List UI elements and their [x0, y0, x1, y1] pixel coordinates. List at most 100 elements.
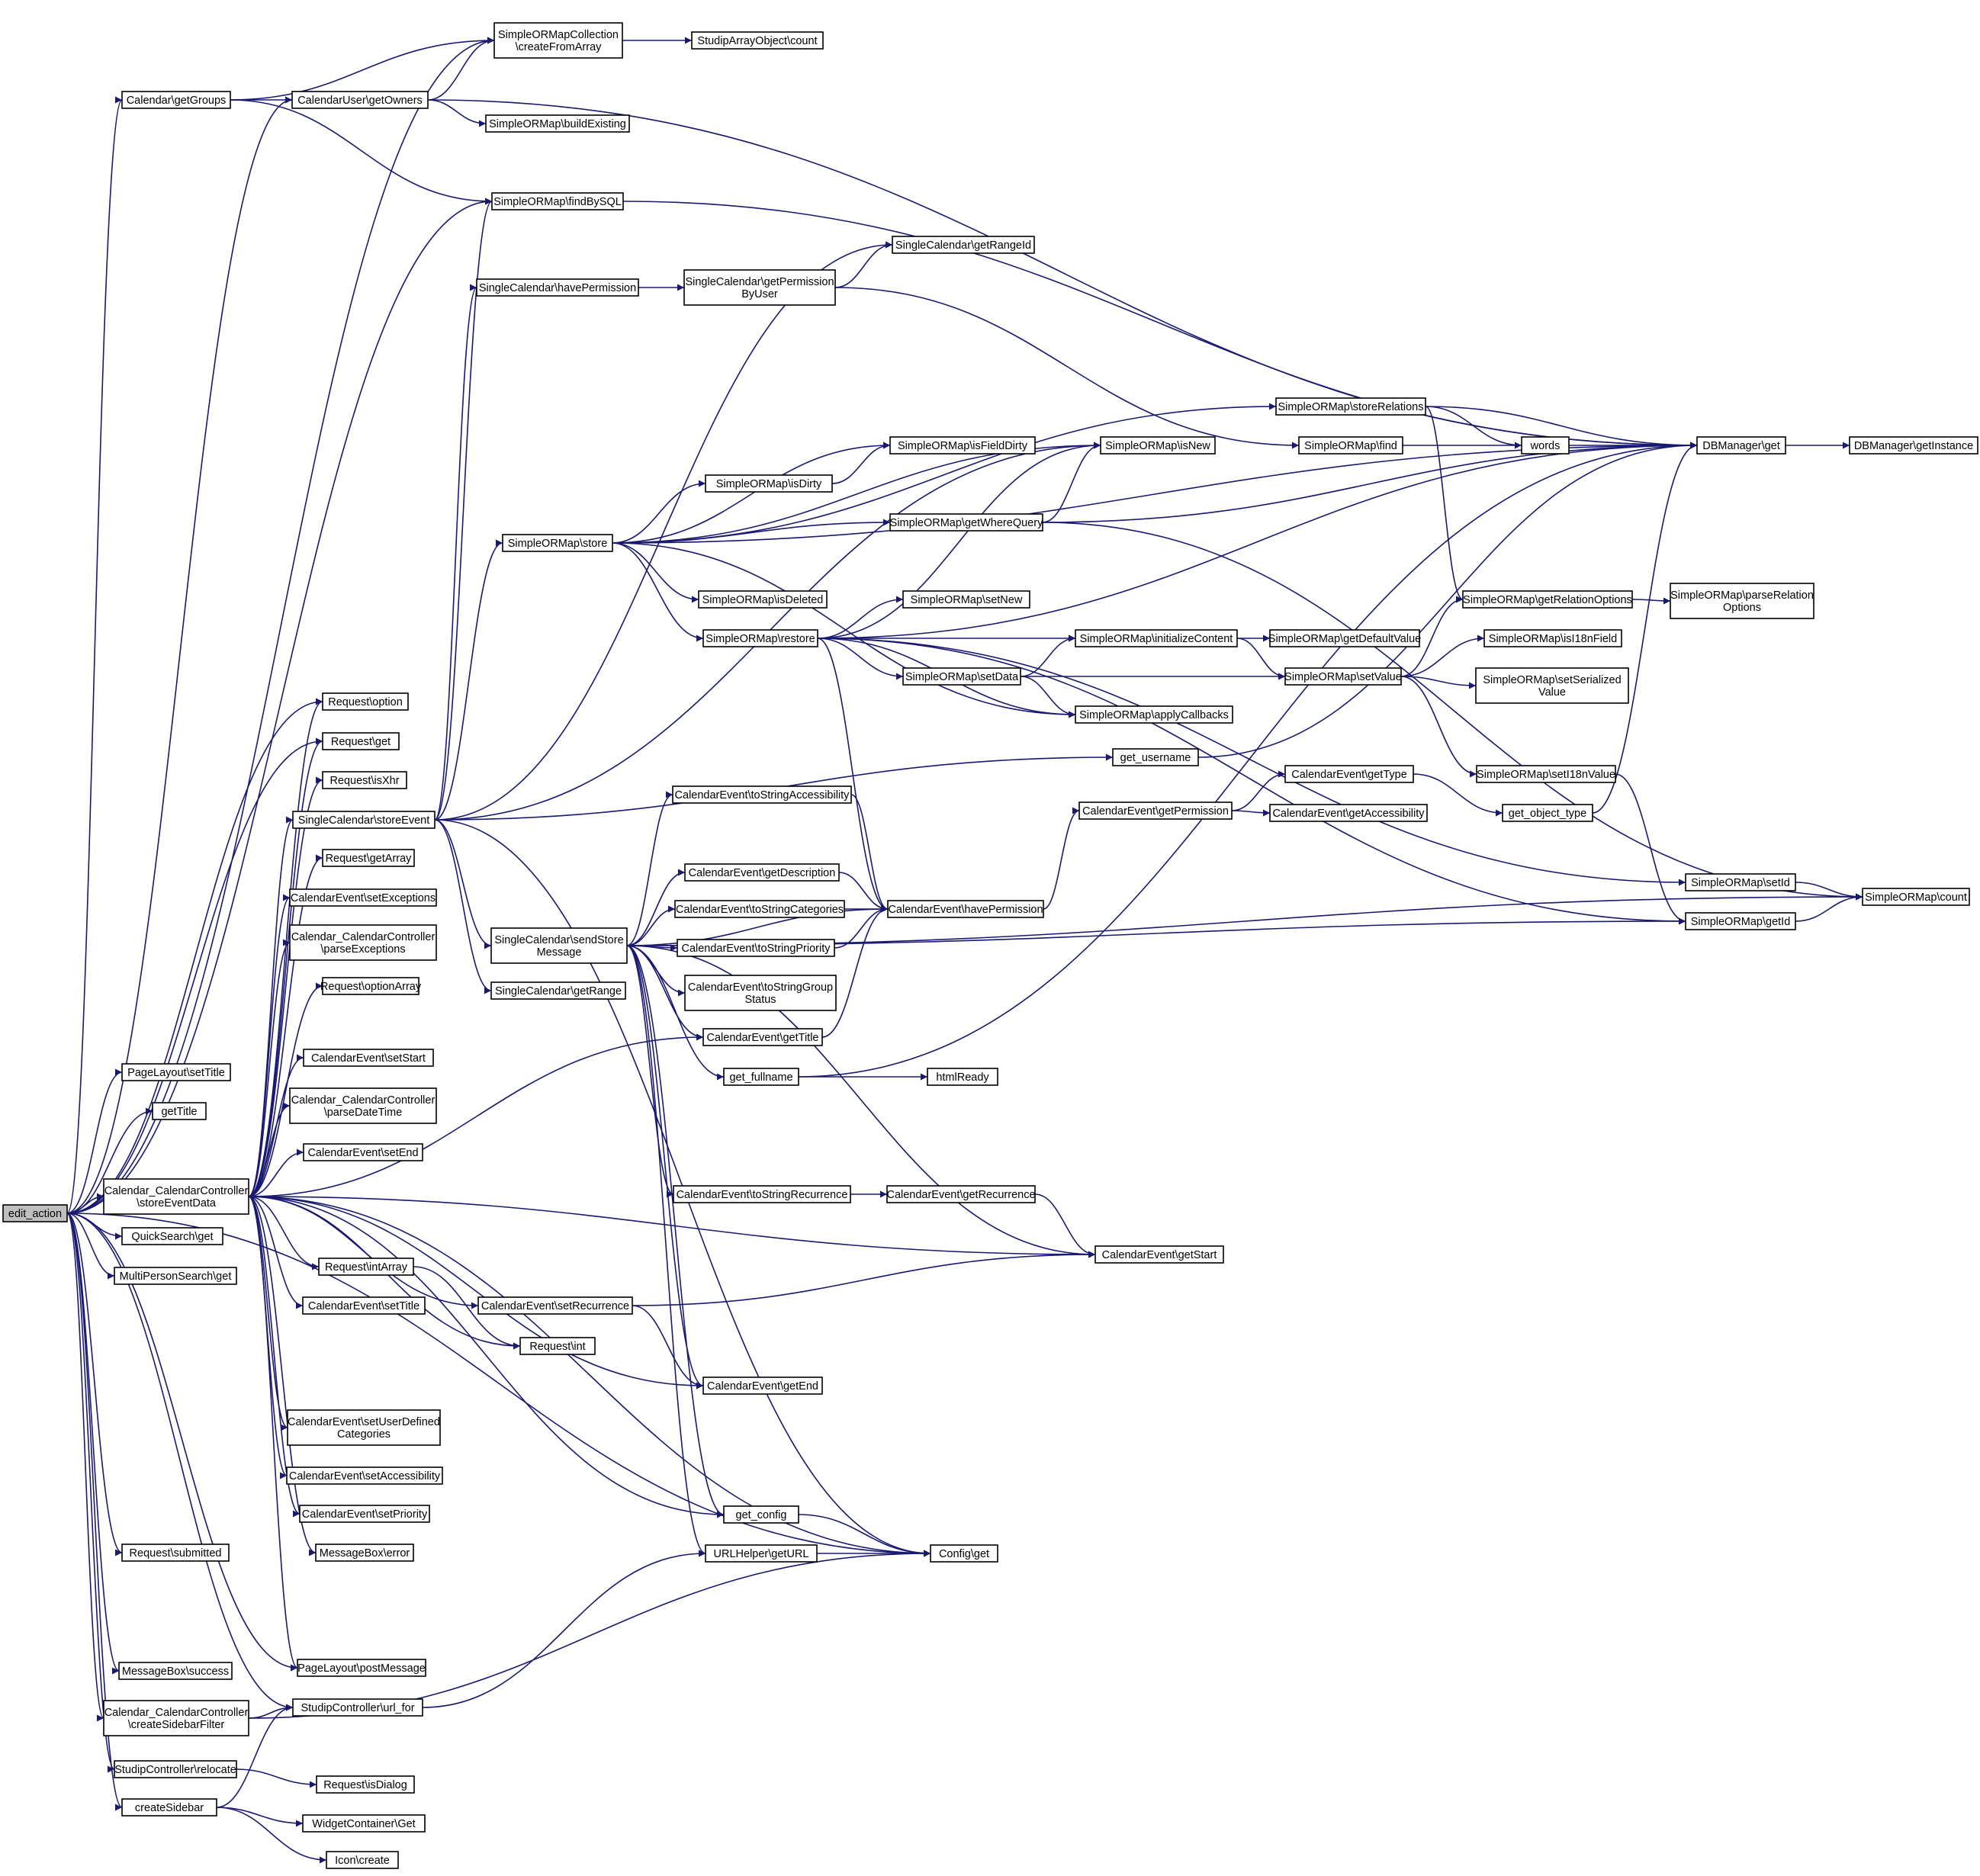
node-simple-ormap-set-new[interactable]: SimpleORMap\setNew [902, 590, 1030, 609]
node-request-submitted[interactable]: Request\submitted [121, 1544, 230, 1562]
node-simple-ormap-find-by-sql[interactable]: SimpleORMap\findBySQL [491, 192, 624, 210]
node-calendar-event-set-title[interactable]: CalendarEvent\setTitle [302, 1296, 426, 1315]
node-request-option-array[interactable]: Request\optionArray [320, 977, 422, 995]
node-simple-ormap-is-new[interactable]: SimpleORMap\isNew [1100, 436, 1216, 455]
node-studip-array-object-count[interactable]: StudipArrayObject\count [691, 31, 824, 50]
node-simple-ormap-build-existing[interactable]: SimpleORMap\buildExisting [485, 114, 630, 133]
node-simple-ormap-restore[interactable]: SimpleORMap\restore [702, 629, 818, 647]
node-page-layout-set-title[interactable]: PageLayout\setTitle [121, 1063, 231, 1081]
node-calendar-calendar-controller-parse-date-time[interactable]: Calendar_CalendarController\parseDateTim… [289, 1087, 437, 1124]
node-urlhelper-get-url[interactable]: URLHelper\getURL [705, 1544, 818, 1563]
edge-n40-n41 [1231, 809, 1271, 817]
node-request-is-dialog[interactable]: Request\isDialog [316, 1775, 415, 1794]
node-simple-ormap-initialize-content[interactable]: SimpleORMap\initializeContent [1075, 629, 1238, 647]
node-calendar-event-set-recurrence[interactable]: CalendarEvent\setRecurrence [477, 1296, 633, 1315]
node-get-fullname[interactable]: get_fullname [723, 1068, 799, 1086]
node-simple-ormap-get-id[interactable]: SimpleORMap\getId [1685, 912, 1796, 930]
node-simple-ormap-is-i18n-field[interactable]: SimpleORMap\isI18nField [1483, 629, 1622, 647]
node-calendar-event-get-end[interactable]: CalendarEvent\getEnd [702, 1376, 823, 1395]
node-calendar-event-set-exceptions[interactable]: CalendarEvent\setExceptions [289, 888, 437, 907]
edge-n18-n15 [612, 442, 891, 544]
node-simple-ormap-get-relation-options[interactable]: SimpleORMap\getRelationOptions [1462, 590, 1633, 609]
node-calendar-get-groups[interactable]: Calendar\getGroups [121, 91, 231, 109]
node-studip-controller-relocate[interactable]: StudipController\relocate [114, 1760, 237, 1778]
node-calendar-event-get-description[interactable]: CalendarEvent\getDescription [684, 863, 840, 882]
node-simple-ormap-apply-callbacks[interactable]: SimpleORMap\applyCallbacks [1075, 705, 1233, 724]
node-simple-ormap-get-where-query[interactable]: SimpleORMap\getWhereQuery [889, 513, 1043, 532]
node-box [2, 1204, 68, 1222]
node-config-get[interactable]: Config\get [930, 1544, 998, 1563]
node-get-object-type[interactable]: get_object_type [1502, 804, 1593, 822]
node-words[interactable]: words [1521, 436, 1570, 455]
node-widget-container-get[interactable]: WidgetContainer\Get [302, 1814, 426, 1833]
node-calendar-calendar-controller-store-event-data[interactable]: Calendar_CalendarController\storeEventDa… [103, 1178, 249, 1215]
node-studip-controller-url-for[interactable]: StudipController\url_for [292, 1698, 423, 1717]
node-single-calendar-have-permission[interactable]: SingleCalendar\havePermission [476, 278, 639, 297]
node-request-get-array[interactable]: Request\getArray [322, 849, 415, 867]
node-page-layout-post-message[interactable]: PageLayout\postMessage [297, 1659, 426, 1677]
node-html-ready[interactable]: htmlReady [927, 1068, 998, 1086]
node-calendar-event-set-accessibility[interactable]: CalendarEvent\setAccessibility [286, 1466, 443, 1485]
node-get-config[interactable]: get_config [723, 1505, 799, 1524]
node-calendar-calendar-controller-create-sidebar-filter[interactable]: Calendar_CalendarController\createSideba… [103, 1700, 249, 1736]
node-message-box-success[interactable]: MessageBox\success [118, 1662, 233, 1680]
node-multi-person-search-get[interactable]: MultiPersonSearch\get [114, 1267, 237, 1285]
node-calendar-event-have-permission[interactable]: CalendarEvent\havePermission [887, 900, 1044, 918]
node-request-get[interactable]: Request\get [322, 732, 400, 750]
node-request-int[interactable]: Request\int [519, 1337, 596, 1355]
node-simple-ormap-set-data[interactable]: SimpleORMap\setData [902, 667, 1021, 686]
edge-n18-n19 [612, 519, 891, 544]
node-calendar-event-set-end[interactable]: CalendarEvent\setEnd [303, 1143, 423, 1161]
node-single-calendar-store-event[interactable]: SingleCalendar\storeEvent [292, 811, 436, 829]
node-quick-search-get[interactable]: QuickSearch\get [121, 1227, 223, 1245]
node-simple-ormap-set-value[interactable]: SimpleORMap\setValue [1284, 667, 1402, 686]
node-simple-ormap-find[interactable]: SimpleORMap\find [1298, 436, 1403, 455]
node-simple-ormap-store-relations[interactable]: SimpleORMap\storeRelations [1275, 397, 1426, 416]
node-single-calendar-get-range-id[interactable]: SingleCalendar\getRangeId [892, 236, 1035, 254]
node-calendar-event-get-type[interactable]: CalendarEvent\getType [1284, 765, 1414, 783]
node-simple-ormap-collection-create-from-array[interactable]: SimpleORMapCollection\createFromArray [493, 22, 623, 59]
node-request-int-array[interactable]: Request\intArray [318, 1258, 414, 1276]
node-calendar-event-get-start[interactable]: CalendarEvent\getStart [1094, 1245, 1224, 1264]
node-calendar-calendar-controller-parse-exceptions[interactable]: Calendar_CalendarController\parseExcepti… [289, 924, 437, 961]
node-calendar-event-to-string-categories[interactable]: CalendarEvent\toStringCategories [674, 900, 845, 918]
node-simple-ormap-set-id[interactable]: SimpleORMap\setId [1685, 873, 1796, 891]
node-request-option[interactable]: Request\option [322, 692, 409, 711]
node-calendar-user-get-owners[interactable]: CalendarUser\getOwners [291, 91, 429, 109]
node-calendar-event-to-string-accessibility[interactable]: CalendarEvent\toStringAccessibility [672, 785, 852, 804]
node-calendar-event-set-priority[interactable]: CalendarEvent\setPriority [299, 1505, 430, 1523]
node-simple-ormap-count[interactable]: SimpleORMap\count [1862, 888, 1970, 906]
node-label: CalendarEvent\toStringRecurrence [677, 1189, 848, 1201]
node-create-sidebar[interactable]: createSidebar [121, 1798, 217, 1817]
node-get-username[interactable]: get_username [1112, 748, 1199, 766]
node-get-title[interactable]: getTitle [152, 1102, 207, 1120]
node-label: Request\getArray [326, 853, 413, 865]
node-calendar-event-set-start[interactable]: CalendarEvent\setStart [303, 1049, 434, 1067]
node-calendar-event-to-string-priority[interactable]: CalendarEvent\toStringPriority [677, 939, 835, 957]
node-single-calendar-get-range[interactable]: SingleCalendar\getRange [490, 981, 626, 1000]
node-calendar-event-get-recurrence[interactable]: CalendarEvent\getRecurrence [886, 1185, 1036, 1203]
node-calendar-event-to-string-recurrence[interactable]: CalendarEvent\toStringRecurrence [673, 1185, 851, 1203]
node-edit-action[interactable]: edit_action [2, 1204, 68, 1222]
node-calendar-event-get-permission[interactable]: CalendarEvent\getPermission [1078, 801, 1233, 820]
node-simple-ormap-is-dirty[interactable]: SimpleORMap\isDirty [705, 474, 833, 493]
node-dbmanager-get[interactable]: DBManager\get [1696, 436, 1786, 455]
node-simple-ormap-get-default-value[interactable]: SimpleORMap\getDefaultValue [1268, 629, 1421, 647]
node-calendar-event-get-title[interactable]: CalendarEvent\getTitle [702, 1028, 823, 1046]
node-request-is-xhr[interactable]: Request\isXhr [322, 771, 407, 789]
node-simple-ormap-store[interactable]: SimpleORMap\store [502, 534, 613, 552]
node-dbmanager-get-instance[interactable]: DBManager\getInstance [1849, 436, 1978, 455]
node-icon-create[interactable]: Icon\create [326, 1851, 399, 1869]
node-calendar-event-get-accessibility[interactable]: CalendarEvent\getAccessibility [1269, 804, 1428, 822]
node-message-box-error[interactable]: MessageBox\error [315, 1544, 414, 1562]
node-simple-ormap-set-i18n-value[interactable]: SimpleORMap\setI18nValue [1476, 765, 1616, 783]
node-label: \parseExceptions [320, 943, 405, 956]
node-simple-ormap-is-field-dirty[interactable]: SimpleORMap\isFieldDirty [889, 436, 1036, 455]
node-simple-ormap-is-deleted[interactable]: SimpleORMap\isDeleted [698, 590, 828, 609]
